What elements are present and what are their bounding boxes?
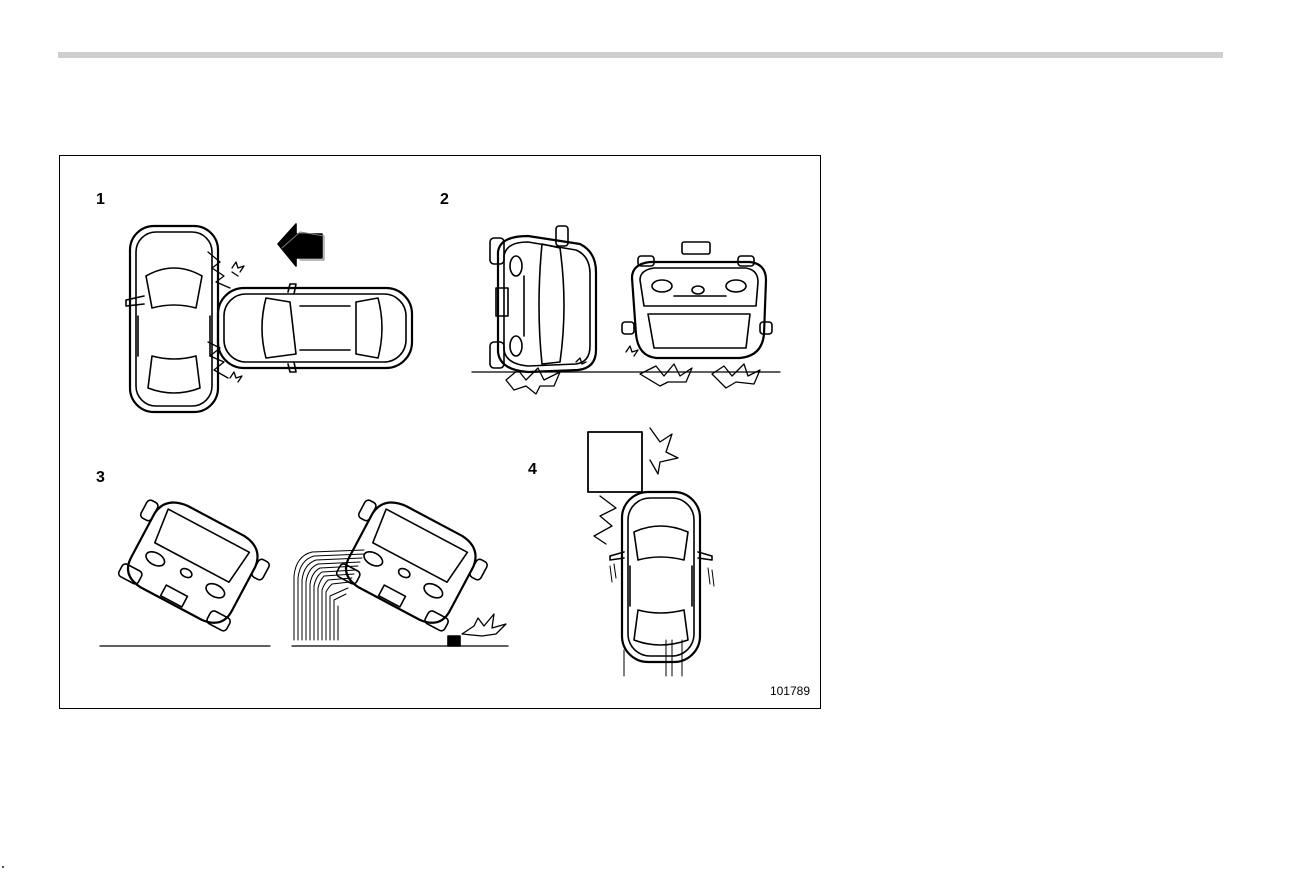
page-corner-mark [2,866,4,868]
panel-number-2: 2 [440,192,449,208]
impact-burst-icon [208,252,244,382]
panel-number-3: 3 [96,470,105,486]
illustration-frame: 1 2 3 4 101789 [59,155,821,709]
curb-block [448,636,460,646]
header-rule [58,52,1223,58]
motion-lines-icon [294,550,364,640]
car-on-side-icon [490,226,596,372]
panel-4-artwork [588,428,714,676]
panel-3-artwork [100,488,508,646]
car-on-roof-icon [622,242,772,358]
impact-burst-icon [462,614,506,636]
obstacle-box [588,432,642,492]
crash-illustration [60,156,820,708]
panel-1-artwork [126,224,412,412]
rear-hit-car-icon [610,492,712,662]
struck-car-icon [126,226,218,412]
striking-car-icon [218,284,412,372]
panel-2-artwork [472,226,780,394]
impact-burst-icon [506,346,760,394]
panel-number-1: 1 [96,192,105,208]
panel-number-4: 4 [528,462,537,478]
tipping-car-icon [110,488,276,636]
vibration-lines-icon [610,564,714,676]
figure-id: 101789 [770,684,810,698]
